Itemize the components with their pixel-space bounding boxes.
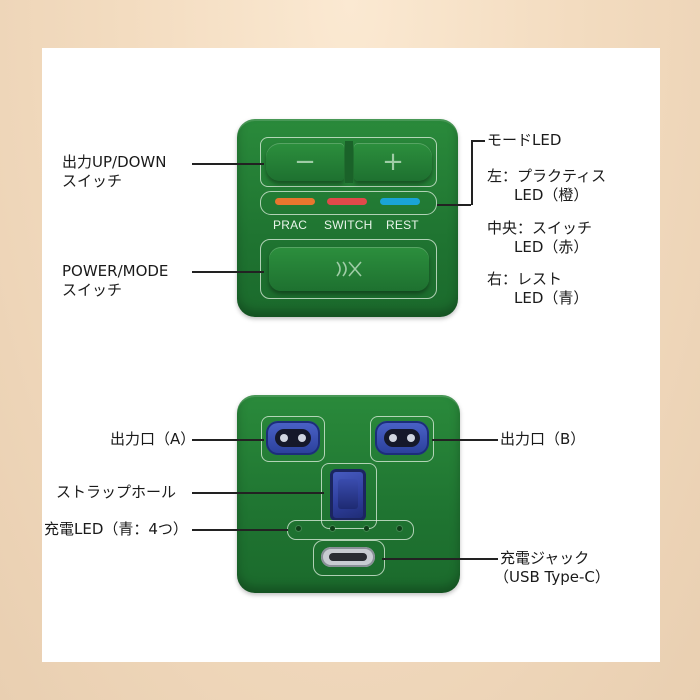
callout-charge-jack-line2: （USB Type-C） bbox=[494, 568, 610, 586]
callout-updown-line1: 出力UP/DOWN bbox=[62, 153, 167, 171]
power-outline bbox=[260, 239, 437, 299]
led-label-rest: REST bbox=[386, 218, 419, 232]
strap-hole-center bbox=[338, 479, 358, 509]
leader-strap bbox=[192, 492, 324, 494]
callout-updown-line2: スイッチ bbox=[62, 172, 123, 190]
updown-divider bbox=[345, 141, 353, 183]
strap-hole[interactable] bbox=[330, 469, 366, 521]
pin-icon bbox=[407, 434, 415, 442]
pin-icon bbox=[389, 434, 397, 442]
device-top-face: − + bbox=[237, 119, 458, 317]
callout-mode-led-left-line2: LED（橙） bbox=[514, 186, 589, 204]
plus-icon: + bbox=[382, 147, 404, 177]
callout-mode-led-left-line1: 左：プラクティス bbox=[487, 167, 607, 185]
pin-icon bbox=[298, 434, 306, 442]
leader-updown bbox=[192, 163, 264, 165]
led-switch bbox=[327, 198, 367, 205]
leader-power bbox=[192, 271, 264, 273]
callout-mode-led-right-line1: 右：レスト bbox=[487, 270, 563, 288]
device-bottom-face bbox=[237, 395, 460, 593]
led-rest bbox=[380, 198, 420, 205]
strap-hole-outline bbox=[321, 463, 377, 529]
callout-output-b: 出力口（B） bbox=[500, 430, 586, 448]
pin-icon bbox=[280, 434, 288, 442]
led-label-prac: PRAC bbox=[273, 218, 308, 232]
callout-charge-jack: 充電ジャック （USB Type-C） bbox=[494, 549, 610, 587]
charge-led-4 bbox=[397, 526, 402, 531]
leader-modeled-v bbox=[471, 140, 473, 205]
output-port-a[interactable] bbox=[266, 421, 320, 455]
wave-x-icon bbox=[336, 261, 362, 277]
leader-output-a bbox=[192, 439, 264, 441]
power-mode-button[interactable] bbox=[269, 247, 429, 291]
callout-power: POWER/MODE スイッチ bbox=[62, 262, 168, 300]
callout-mode-led-center: 中央：スイッチ LED（赤） bbox=[487, 219, 592, 257]
callout-mode-led-title: モードLED bbox=[487, 131, 562, 149]
charge-led-2 bbox=[330, 526, 335, 531]
callout-mode-led-right: 右：レスト LED（青） bbox=[487, 270, 588, 308]
leader-modeled-h bbox=[437, 204, 471, 206]
usb-c-port[interactable] bbox=[321, 547, 375, 567]
callout-charge-jack-line1: 充電ジャック bbox=[500, 549, 590, 567]
leader-modeled-top bbox=[471, 140, 485, 142]
mode-led-outline bbox=[260, 191, 437, 215]
charge-led-3 bbox=[364, 526, 369, 531]
callout-power-line2: スイッチ bbox=[62, 281, 123, 299]
callout-output-a: 出力口（A） bbox=[110, 430, 196, 448]
updown-outline bbox=[260, 137, 437, 187]
callout-mode-led-right-line2: LED（青） bbox=[514, 289, 589, 307]
output-port-b-socket bbox=[384, 429, 420, 447]
output-up-button[interactable]: + bbox=[354, 143, 432, 181]
callout-mode-led-left: 左：プラクティス LED（橙） bbox=[487, 167, 606, 205]
callout-mode-led-center-line2: LED（赤） bbox=[514, 238, 589, 256]
leader-output-b bbox=[432, 439, 498, 441]
callout-strap-hole: ストラップホール bbox=[56, 483, 177, 501]
leader-charge-jack bbox=[382, 558, 498, 560]
minus-icon: − bbox=[294, 147, 316, 177]
led-prac bbox=[275, 198, 315, 205]
charge-led-1 bbox=[296, 526, 301, 531]
usb-c-slot bbox=[329, 553, 367, 561]
output-port-b[interactable] bbox=[375, 421, 429, 455]
callout-power-line1: POWER/MODE bbox=[62, 262, 169, 280]
output-down-button[interactable]: − bbox=[266, 143, 344, 181]
output-port-a-socket bbox=[275, 429, 311, 447]
callout-charge-led: 充電LED（青：4つ） bbox=[44, 520, 188, 538]
leader-charge-led bbox=[192, 529, 288, 531]
led-label-switch: SWITCH bbox=[324, 218, 373, 232]
callout-updown: 出力UP/DOWN スイッチ bbox=[62, 153, 167, 191]
charge-led-outline bbox=[287, 520, 414, 540]
callout-mode-led-center-line1: 中央：スイッチ bbox=[487, 219, 593, 237]
